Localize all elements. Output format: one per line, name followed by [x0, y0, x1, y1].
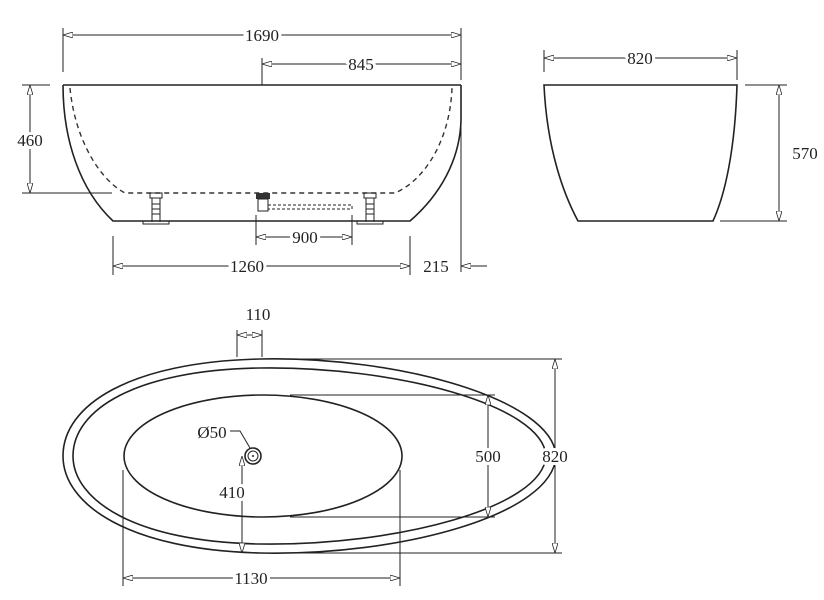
- dim-label: 820: [627, 49, 653, 68]
- leg-right: [356, 192, 384, 225]
- dim-label: 570: [792, 144, 818, 163]
- dim-570: 570: [720, 84, 821, 222]
- dim-820-plan: 820: [295, 358, 571, 554]
- dim-label: 500: [475, 447, 501, 466]
- dim-900: 900: [255, 215, 353, 250]
- plan-view: Ø50 110 820 500 410 1130: [62, 305, 571, 591]
- dim-drain-diameter: Ø50: [197, 423, 251, 449]
- dim-label: 410: [219, 483, 245, 502]
- side-view: 1690 845 460 900 1260 215: [14, 23, 487, 279]
- dim-460: 460: [14, 84, 112, 194]
- dim-label: 1260: [230, 257, 264, 276]
- leg-left: [142, 192, 170, 225]
- side-view-inner-basin: [69, 87, 453, 194]
- dim-label: 1130: [234, 569, 267, 588]
- dim-label: Ø50: [197, 423, 226, 442]
- dim-820-end: 820: [543, 46, 738, 80]
- dim-1130: 1130: [122, 470, 401, 591]
- plan-inner-rim: [72, 367, 547, 545]
- dim-label: 215: [423, 257, 449, 276]
- dim-label: 460: [17, 131, 43, 150]
- dim-410: 410: [216, 456, 248, 553]
- dim-500: 500: [290, 394, 504, 518]
- dim-label: 845: [348, 55, 374, 74]
- dim-label: 1690: [245, 26, 279, 45]
- dim-1690: 1690: [62, 23, 462, 80]
- end-view-outline: [543, 84, 738, 222]
- dim-110: 110: [236, 305, 271, 357]
- drain-assembly: [256, 193, 353, 212]
- dim-215: 215: [423, 120, 487, 276]
- dim-label: 900: [292, 228, 318, 247]
- plan-outer-rim: [62, 358, 557, 554]
- side-view-outline: [62, 84, 462, 222]
- dim-1260: 1260: [112, 236, 411, 279]
- drain-hole: [244, 447, 262, 465]
- dim-label: 110: [246, 305, 271, 324]
- dim-label: 820: [542, 447, 568, 466]
- end-view: 820 570: [543, 46, 821, 222]
- dim-845: 845: [261, 52, 461, 85]
- plan-basin: [123, 394, 403, 518]
